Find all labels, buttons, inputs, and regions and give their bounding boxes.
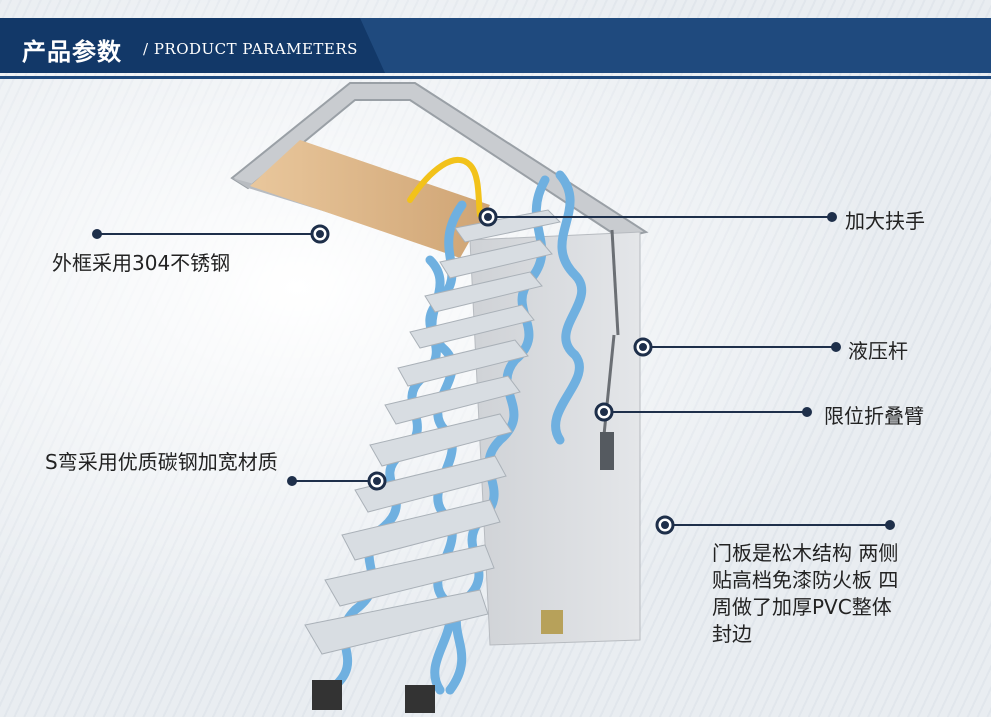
- door-panel-line-4: 封边: [712, 622, 752, 646]
- door-panel-line-3: 周做了加厚PVC整体: [712, 595, 892, 619]
- header-tab: [0, 18, 385, 73]
- callout-door-panel: 门板是松木结构 两侧 贴高档免漆防火板 四 周做了加厚PVC整体 封边: [712, 540, 962, 648]
- yellow-cable: [407, 157, 483, 218]
- callout-s-bend: S弯采用优质碳钢加宽材质: [45, 450, 278, 474]
- ladder-treads: [304, 209, 562, 655]
- callout-limit-arm: 限位折叠臂: [824, 404, 924, 428]
- callout-frame: 外框采用304不锈钢: [52, 251, 231, 275]
- header-banner: 产品参数 / PRODUCT PARAMETERS: [0, 18, 991, 79]
- header-rule: [0, 76, 991, 79]
- callout-lines: [92, 207, 895, 535]
- callout-handrail: 加大扶手: [845, 209, 925, 233]
- door-panel-line-2: 贴高档免漆防火板 四: [712, 568, 899, 592]
- right-foot: [405, 685, 435, 713]
- lock-plate: [541, 610, 563, 634]
- header-title-cn: 产品参数: [22, 37, 122, 66]
- door-panel-line-1: 门板是松木结构 两侧: [712, 541, 899, 565]
- hydraulic-rod-shape: [610, 229, 620, 336]
- hinge-bracket: [600, 432, 614, 470]
- wooden-opening: [250, 140, 490, 258]
- left-foot: [312, 680, 342, 710]
- header-title-en: / PRODUCT PARAMETERS: [143, 40, 358, 58]
- callout-hydraulic-rod: 液压杆: [848, 339, 908, 363]
